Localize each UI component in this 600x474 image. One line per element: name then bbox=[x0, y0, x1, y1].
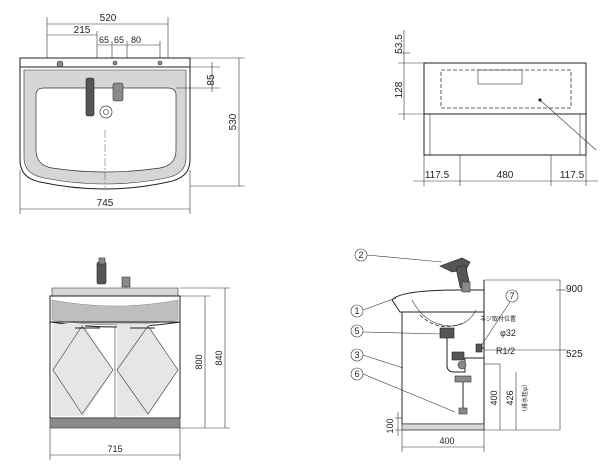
side-view: 53.5 128 117.5 480 117.5 bbox=[394, 30, 598, 186]
callout-3: 3 bbox=[354, 350, 359, 360]
dim-400-horizontal: 400 bbox=[439, 436, 454, 446]
dim-117-5-right: 117.5 bbox=[560, 170, 585, 181]
dim-400-vertical: 400 bbox=[489, 390, 499, 405]
dim-65-b: 65 bbox=[114, 35, 124, 45]
dim-117-5-left: 117.5 bbox=[425, 170, 450, 181]
dim-800: 800 bbox=[194, 354, 204, 369]
dim-100: 100 bbox=[385, 418, 395, 433]
pipe-diameter: φ32 bbox=[500, 328, 516, 338]
dim-215: 215 bbox=[74, 25, 91, 36]
callout-7: 7 bbox=[509, 291, 514, 301]
front-view: 800 840 715 bbox=[49, 257, 230, 460]
dim-900: 900 bbox=[566, 284, 583, 295]
screw-position-note: ネジ取付位置 bbox=[480, 315, 516, 323]
dim-85: 85 bbox=[206, 74, 217, 86]
dim-520: 520 bbox=[100, 13, 117, 24]
callout-5: 5 bbox=[354, 326, 359, 336]
top-view: 520 215 65 65 80 85 bbox=[19, 13, 245, 214]
dim-715: 715 bbox=[107, 444, 122, 454]
dim-80: 80 bbox=[131, 35, 141, 45]
callout-1: 1 bbox=[354, 306, 359, 316]
dim-525: 525 bbox=[566, 349, 583, 360]
section-view: 2 1 5 3 6 7 ネジ取付位置 φ32 R1/2 900 525 400 … bbox=[350, 248, 583, 452]
dim-530: 530 bbox=[228, 113, 239, 130]
dim-65-a: 65 bbox=[99, 35, 109, 45]
dim-53-5: 53.5 bbox=[394, 34, 405, 54]
callout-2: 2 bbox=[358, 250, 363, 260]
thread-size: R1/2 bbox=[496, 346, 515, 356]
callout-6: 6 bbox=[354, 369, 359, 379]
dim-840: 840 bbox=[214, 350, 224, 365]
dim-480: 480 bbox=[497, 170, 514, 181]
dim-426-note: （排水栓φ） bbox=[521, 381, 529, 415]
dim-128: 128 bbox=[394, 81, 405, 98]
dim-745: 745 bbox=[97, 198, 114, 209]
dim-426: 426 bbox=[505, 390, 515, 405]
